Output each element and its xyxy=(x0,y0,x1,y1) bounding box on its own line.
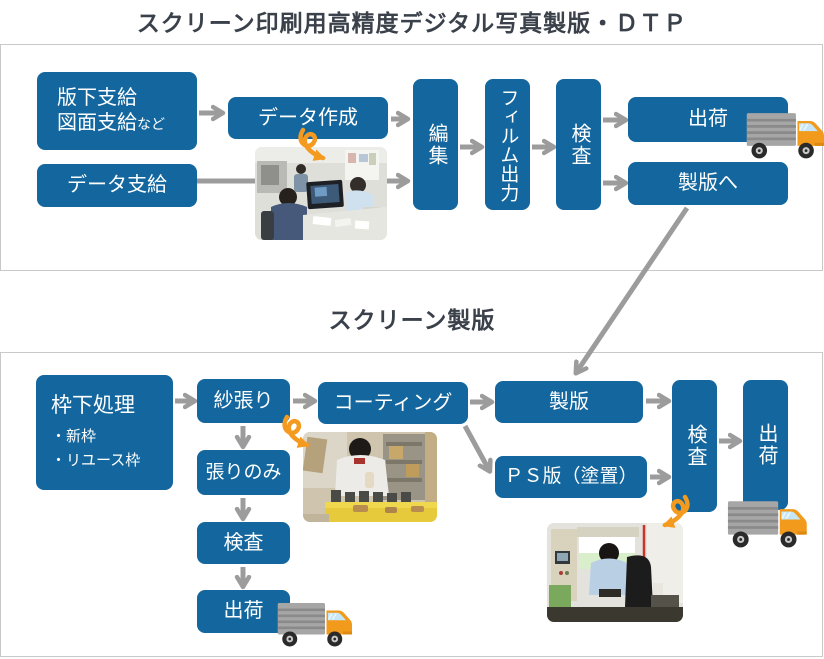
node-shukka-left-label: 出荷 xyxy=(223,600,264,622)
node-shukka-right: 出荷 xyxy=(743,380,788,510)
node-kensa-left-label: 検査 xyxy=(223,531,264,554)
node-kensa-top-label: 検査 xyxy=(568,122,590,167)
node-coating: コーティング xyxy=(318,382,468,424)
node-wakushita-shori: 枠下処理 ・新枠 ・リユース枠 xyxy=(36,375,173,490)
truck-icon-top-shukka xyxy=(746,110,824,160)
node-kensa-top: 検査 xyxy=(556,79,601,210)
node-harinomi-label: 張りのみ xyxy=(205,461,282,483)
node-data-shikyu-label: データ支給 xyxy=(67,174,167,196)
node-seihan-e: 製版へ xyxy=(628,162,788,205)
node-hanshita-shikyu: 版下支給 図面支給など xyxy=(37,72,197,150)
node-seihan-label: 製版 xyxy=(549,390,589,413)
node-coating-label: コーティング xyxy=(333,391,453,414)
node-ps-ban: ＰＳ版（塗置） xyxy=(495,456,647,498)
node-seihan-e-label: 製版へ xyxy=(678,172,738,194)
page-title: スクリーン印刷用高精度デジタル写真製版・ＤＴＰ xyxy=(136,10,688,36)
photo-inspection-booth xyxy=(547,523,683,622)
node-kensa-left: 検査 xyxy=(197,522,290,564)
node-wakushita-title: 枠下処理 xyxy=(51,394,135,418)
node-hanshita-line2: 図面支給など xyxy=(57,112,165,134)
truck-icon-right-shukka xyxy=(727,498,807,549)
node-shabari: 紗張り xyxy=(197,379,290,423)
node-film-output: フィルム出力 xyxy=(485,79,530,210)
photo-frame-workshop-image xyxy=(303,432,437,522)
node-data-sakusei: データ作成 xyxy=(228,97,388,139)
truck-icon-left-shukka xyxy=(277,600,352,648)
node-wakushita-item2: ・リユース枠 xyxy=(51,451,141,469)
section-title-seihan: スクリーン製版 xyxy=(328,307,496,333)
node-kensa-right: 検査 xyxy=(672,380,717,512)
node-film-output-label: フィルム出力 xyxy=(497,87,519,202)
node-hanshita-line1: 版下支給 xyxy=(57,87,137,109)
node-harinomi: 張りのみ xyxy=(197,450,290,495)
node-hanshita-note: など xyxy=(137,116,165,132)
node-henshu-label: 編集 xyxy=(425,122,447,167)
node-ps-ban-label: ＰＳ版（塗置） xyxy=(504,466,638,488)
node-seihan: 製版 xyxy=(495,381,643,423)
node-data-shikyu: データ支給 xyxy=(37,164,197,207)
photo-dtp-office xyxy=(255,147,387,240)
node-henshu: 編集 xyxy=(413,79,458,210)
photo-inspection-booth-image xyxy=(547,523,683,622)
node-data-sakusei-label: データ作成 xyxy=(258,106,358,129)
node-shabari-label: 紗張り xyxy=(213,389,274,412)
node-kensa-right-label: 検査 xyxy=(684,424,706,468)
node-wakushita-item1: ・新枠 xyxy=(51,428,97,446)
photo-dtp-office-image xyxy=(255,147,387,240)
photo-frame-workshop xyxy=(303,432,437,522)
node-shukka-left: 出荷 xyxy=(197,590,290,633)
node-shukka-top-label: 出荷 xyxy=(688,108,728,130)
node-shukka-right-label: 出荷 xyxy=(755,423,777,467)
